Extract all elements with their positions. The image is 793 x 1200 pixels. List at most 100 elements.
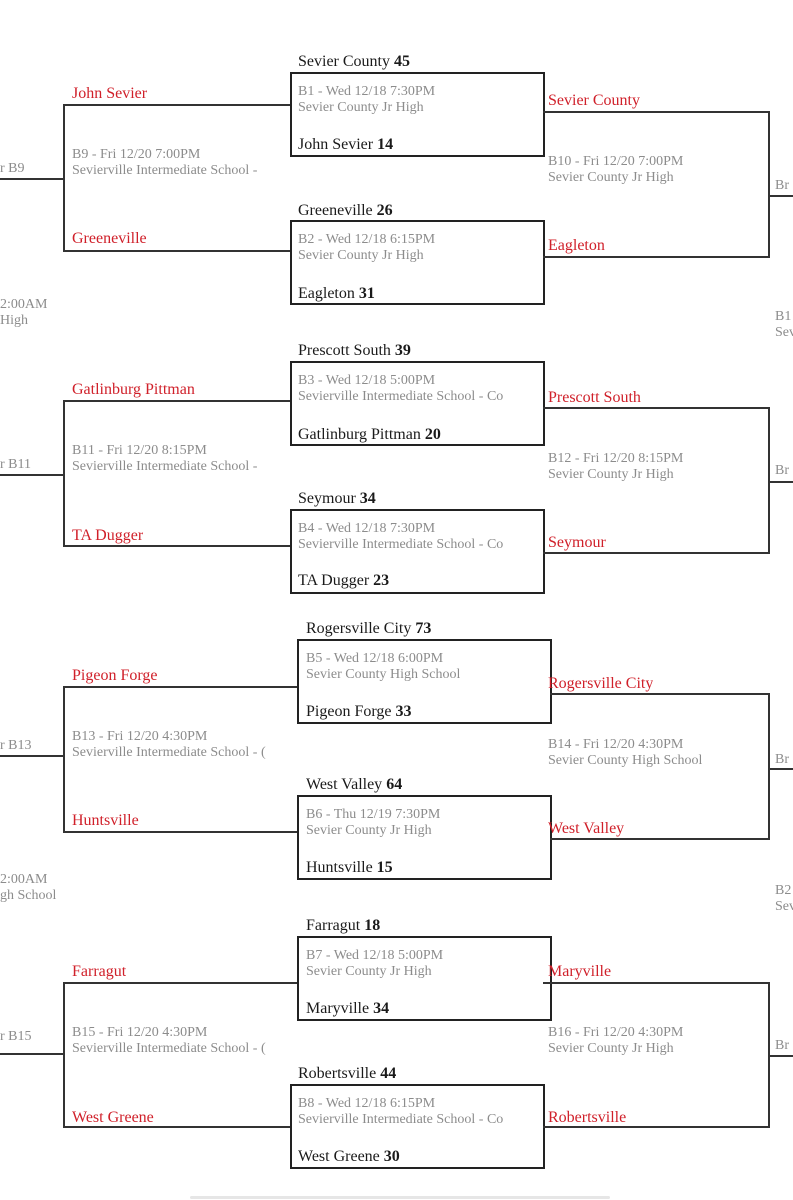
- game-b6-venue: Sevier County Jr High: [306, 823, 432, 838]
- game-b7-loser[interactable]: Maryville 34: [306, 1000, 390, 1017]
- b14-venue: Sevier County High School: [548, 753, 703, 768]
- b15-out-line: [0, 1053, 64, 1055]
- b11-bottom-team[interactable]: TA Dugger: [72, 527, 144, 544]
- b9-venue: Sevierville Intermediate School -: [72, 163, 258, 178]
- game-b6-info: B6 - Thu 12/19 7:30PM: [306, 807, 441, 822]
- b16-top-team[interactable]: Maryville: [548, 963, 612, 980]
- game-b6-box[interactable]: [297, 795, 552, 880]
- horizontal-scrollbar[interactable]: [190, 1196, 610, 1199]
- game-b5-info: B5 - Wed 12/18 6:00PM: [306, 651, 444, 666]
- game-b8-winner[interactable]: Robertsville 44: [298, 1065, 397, 1082]
- game-b8-loser[interactable]: West Greene 30: [298, 1148, 400, 1165]
- game-b5-venue: Sevier County High School: [306, 667, 461, 682]
- game-b7-winner[interactable]: Farragut 18: [306, 917, 381, 934]
- b13-bottom-line: [63, 831, 297, 833]
- game-b3-loser[interactable]: Gatlinburg Pittman 20: [298, 426, 441, 443]
- game-b7-info: B7 - Wed 12/18 5:00PM: [306, 948, 444, 963]
- b15-top-team[interactable]: Farragut: [72, 963, 127, 980]
- b12-top-team[interactable]: Prescott South: [548, 389, 641, 406]
- game-b4-venue: Sevierville Intermediate School - Co: [298, 537, 504, 552]
- b12-bottom-team[interactable]: Seymour: [548, 534, 606, 551]
- b9-out-line: [0, 178, 64, 180]
- game-b1-venue: Sevier County Jr High: [298, 100, 424, 115]
- b14-top-team[interactable]: Rogersville City: [548, 675, 654, 692]
- b13-top-team[interactable]: Pigeon Forge: [72, 667, 158, 684]
- b9-top-line: [63, 104, 290, 106]
- game-b2-info: B2 - Wed 12/18 6:15PM: [298, 232, 436, 247]
- game-b7-venue: Sevier County Jr High: [306, 964, 432, 979]
- b9-top-team[interactable]: John Sevier: [72, 85, 148, 102]
- game-b6-winner[interactable]: West Valley 64: [306, 776, 403, 793]
- b11-top-line: [63, 400, 290, 402]
- b11-out-line: [0, 474, 64, 476]
- game-b5-loser[interactable]: Pigeon Forge 33: [306, 703, 412, 720]
- game-b3-box[interactable]: [290, 361, 545, 446]
- b9-info: B9 - Fri 12/20 7:00PM: [72, 147, 201, 162]
- b10-info: B10 - Fri 12/20 7:00PM: [548, 154, 684, 169]
- right-edge-venue-1: Sev: [775, 325, 793, 340]
- b13-bottom-team[interactable]: Huntsville: [72, 812, 139, 829]
- b16-info: B16 - Fri 12/20 4:30PM: [548, 1025, 684, 1040]
- b14-out-line: [768, 768, 793, 770]
- game-b2-box[interactable]: [290, 220, 545, 305]
- b10-vertical-line: [768, 111, 770, 258]
- b9-vertical-line: [63, 104, 65, 252]
- right-edge-br-4: Br: [775, 1038, 789, 1053]
- game-b7-box[interactable]: [297, 936, 552, 1021]
- b16-venue: Sevier County Jr High: [548, 1041, 674, 1056]
- b10-venue: Sevier County Jr High: [548, 170, 674, 185]
- left-edge-b9-label: r B9: [0, 161, 25, 176]
- game-b1-box[interactable]: [290, 72, 545, 157]
- game-b2-venue: Sevier County Jr High: [298, 248, 424, 263]
- b12-bottom-line: [543, 552, 770, 554]
- game-b2-winner[interactable]: Greeneville 26: [298, 202, 393, 219]
- b9-bottom-team[interactable]: Greeneville: [72, 230, 147, 247]
- b12-top-line: [543, 407, 770, 409]
- b11-top-team[interactable]: Gatlinburg Pittman: [72, 381, 195, 398]
- right-edge-game-2: B2: [775, 883, 792, 898]
- b12-info: B12 - Fri 12/20 8:15PM: [548, 451, 684, 466]
- b11-venue: Sevierville Intermediate School -: [72, 459, 258, 474]
- right-edge-venue-2: Sev: [775, 899, 793, 914]
- game-b1-info: B1 - Wed 12/18 7:30PM: [298, 84, 436, 99]
- game-b3-info: B3 - Wed 12/18 5:00PM: [298, 373, 436, 388]
- game-b5-box[interactable]: [297, 639, 552, 724]
- b15-bottom-line: [63, 1126, 290, 1128]
- game-b8-venue: Sevierville Intermediate School - Co: [298, 1112, 504, 1127]
- game-b1-winner[interactable]: Sevier County 45: [298, 53, 410, 70]
- game-b2-loser[interactable]: Eagleton 31: [298, 285, 375, 302]
- b16-bottom-line: [543, 1126, 770, 1128]
- right-edge-game-1: B1: [775, 309, 792, 324]
- b13-out-line: [0, 755, 64, 757]
- left-edge-venue-2: gh School: [0, 888, 57, 903]
- b14-bottom-team[interactable]: West Valley: [548, 820, 625, 837]
- b14-info: B14 - Fri 12/20 4:30PM: [548, 737, 684, 752]
- game-b5-winner[interactable]: Rogersville City 73: [306, 620, 432, 637]
- b14-vertical-line: [768, 693, 770, 840]
- b10-top-team[interactable]: Sevier County: [548, 92, 640, 109]
- b10-bottom-team[interactable]: Eagleton: [548, 237, 605, 254]
- b11-vertical-line: [63, 400, 65, 547]
- b15-bottom-team[interactable]: West Greene: [72, 1109, 154, 1126]
- b12-venue: Sevier County Jr High: [548, 467, 674, 482]
- game-b3-venue: Sevierville Intermediate School - Co: [298, 389, 504, 404]
- left-edge-b11-label: r B11: [0, 457, 31, 472]
- b10-out-line: [768, 195, 793, 197]
- game-b6-loser[interactable]: Huntsville 15: [306, 859, 393, 876]
- game-b4-box[interactable]: [290, 509, 545, 594]
- b10-top-line: [543, 111, 770, 113]
- b15-top-line: [63, 982, 297, 984]
- b16-bottom-team[interactable]: Robertsville: [548, 1109, 627, 1126]
- right-edge-br-3: Br: [775, 752, 789, 767]
- left-edge-b15-label: r B15: [0, 1029, 32, 1044]
- b11-info: B11 - Fri 12/20 8:15PM: [72, 443, 207, 458]
- game-b4-loser[interactable]: TA Dugger 23: [298, 572, 390, 589]
- game-b3-winner[interactable]: Prescott South 39: [298, 342, 411, 359]
- game-b1-loser[interactable]: John Sevier 14: [298, 136, 394, 153]
- b15-vertical-line: [63, 982, 65, 1128]
- game-b4-winner[interactable]: Seymour 34: [298, 490, 376, 507]
- b13-venue: Sevierville Intermediate School - (: [72, 745, 266, 760]
- b12-out-line: [768, 481, 793, 483]
- left-edge-time-2: 2:00AM: [0, 872, 48, 887]
